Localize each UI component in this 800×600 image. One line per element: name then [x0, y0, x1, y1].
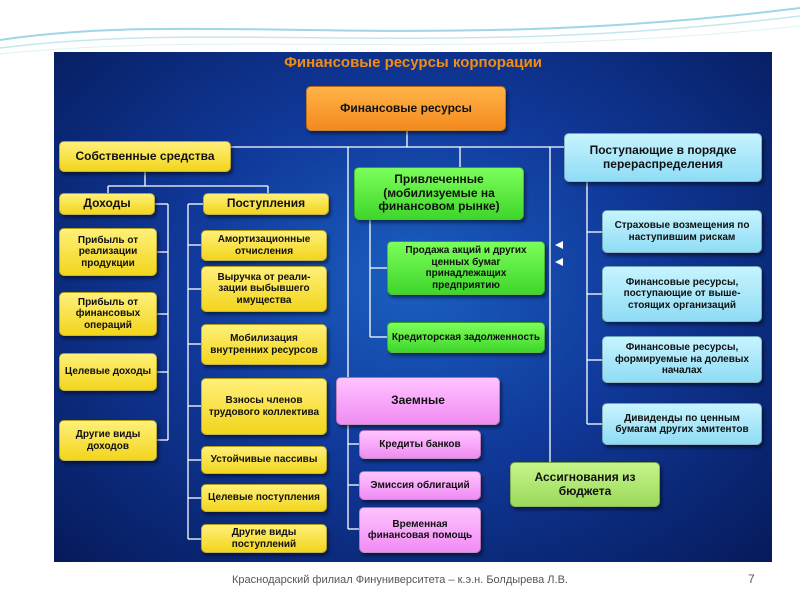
receipts-item-depreciation: Амортизационные отчисления — [201, 230, 327, 261]
page-number: 7 — [748, 572, 755, 586]
redistribution-item-dividends: Дивиденды по ценным бумагам других эмите… — [602, 403, 762, 445]
receipts-item-disposed-assets: Выручка от реали-зации выбывшего имущест… — [201, 266, 327, 312]
income-item-sales-profit: Прибыль от реализации продукции — [59, 228, 157, 276]
root-financial-resources: Финансовые ресурсы — [306, 86, 506, 131]
redistribution-item-higher-orgs: Финансовые ресурсы, поступающие от выше-… — [602, 266, 762, 322]
diagram-title: Финансовые ресурсы корпорации — [284, 54, 542, 71]
attracted-box: Привлеченные (мобилизуемые на финансовом… — [354, 167, 524, 220]
redistribution-item-shares: Финансовые ресурсы, формируемые на долев… — [602, 336, 762, 383]
redistribution-box: Поступающие в порядке перераспределения — [564, 133, 762, 182]
borrowed-item-temporary-aid: Временная финансовая помощь — [359, 507, 481, 553]
receipts-item-stable-liabilities: Устойчивые пассивы — [201, 446, 327, 474]
header-wave-decoration — [0, 7, 800, 55]
receipts-item-internal-resources: Мобилизация внутренних ресурсов — [201, 324, 327, 365]
income-item-target: Целевые доходы — [59, 353, 157, 391]
footer-text: Краснодарский филиал Финуниверситета – к… — [232, 574, 568, 586]
own-funds-box: Собственные средства — [59, 141, 231, 172]
attracted-item-securities: Продажа акций и других ценных бумаг прин… — [387, 241, 545, 295]
receipts-item-other: Другие виды поступлений — [201, 524, 327, 553]
receipts-box: Поступления — [203, 193, 329, 215]
income-item-other: Другие виды доходов — [59, 420, 157, 461]
income-item-financial-profit: Прибыль от финансовых операций — [59, 292, 157, 336]
receipts-item-target: Целевые поступления — [201, 484, 327, 512]
redistribution-item-insurance: Страховые возмещения по наступившим риск… — [602, 210, 762, 253]
borrowed-item-bank-loans: Кредиты банков — [359, 430, 481, 459]
receipts-item-staff-contributions: Взносы членов трудового коллектива — [201, 378, 327, 435]
income-box: Доходы — [59, 193, 155, 215]
attracted-item-payables: Кредиторская задолженность — [387, 322, 545, 353]
borrowed-item-bonds: Эмиссия облигаций — [359, 471, 481, 500]
borrowed-box: Заемные — [336, 377, 500, 425]
budget-allocations-box: Ассигнования из бюджета — [510, 462, 660, 507]
